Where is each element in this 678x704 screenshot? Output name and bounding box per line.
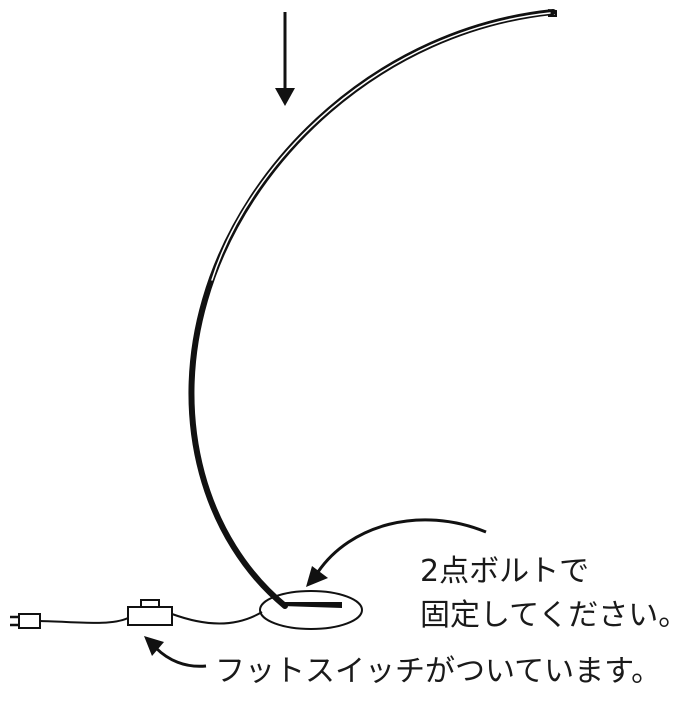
foot-switch-icon bbox=[127, 599, 173, 626]
lamp-arm-highlight bbox=[211, 12, 551, 281]
bolt-note-line-2: 固定してください。 bbox=[420, 598, 678, 633]
bolt-pointer-arrow bbox=[306, 518, 487, 587]
foot-switch-note: フットスイッチがついています。 bbox=[215, 654, 662, 689]
down-arrow bbox=[275, 12, 295, 106]
base-plate bbox=[282, 602, 342, 608]
switch-pointer-arrow bbox=[144, 636, 207, 668]
bolt-note-line-1: 2点ボルトで bbox=[420, 554, 590, 589]
power-cord-to-base bbox=[171, 611, 263, 625]
power-cord bbox=[39, 617, 129, 624]
lamp-arm-tip bbox=[547, 9, 557, 17]
lamp-base bbox=[259, 590, 363, 630]
plug-icon bbox=[10, 613, 41, 629]
lamp-arm bbox=[188, 9, 556, 609]
